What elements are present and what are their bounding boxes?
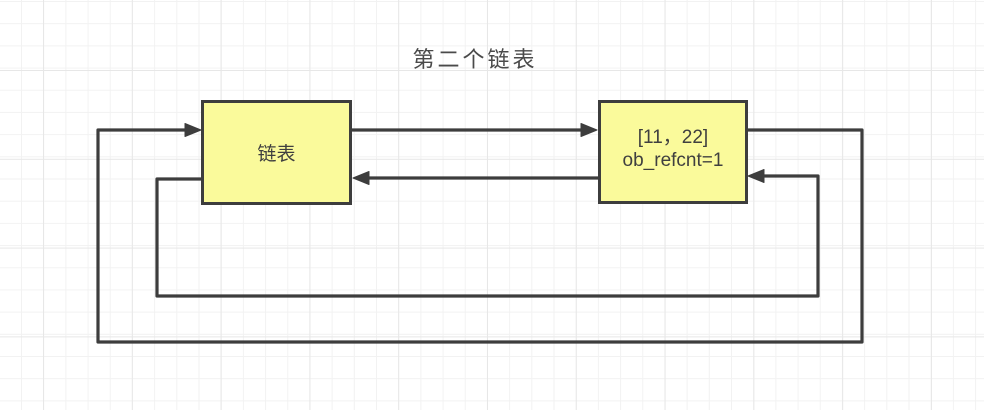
connector-top-straight[interactable] [351, 123, 598, 137]
arrowhead-left-icon [352, 171, 370, 185]
node-linked-list-label: 链表 [257, 144, 296, 165]
connector-inner-loop-wire [155, 174, 820, 298]
connector-outer-loop[interactable] [96, 123, 864, 344]
node-linked-list[interactable]: 链表 [201, 100, 352, 205]
node-list-object-refcount: ob_refcnt=1 [622, 150, 724, 171]
connector-middle-straight[interactable] [352, 171, 599, 185]
connector-inner-loop[interactable] [155, 169, 820, 298]
arrowhead-right-icon [580, 123, 598, 137]
node-list-object[interactable]: [11，22] ob_refcnt=1 [598, 100, 748, 204]
connector-outer-loop-wire [96, 128, 864, 344]
node-list-object-value: [11，22] [637, 127, 709, 148]
arrowhead-right-icon [184, 123, 202, 137]
diagram-title[interactable]: 第二个链表 [412, 47, 538, 72]
arrowhead-left-icon [747, 169, 765, 183]
